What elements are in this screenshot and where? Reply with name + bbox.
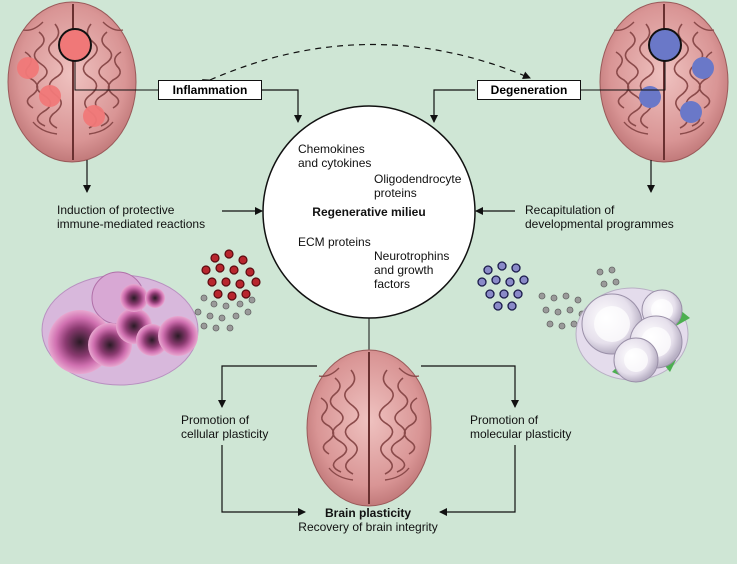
arrow-to-molecular: [421, 365, 519, 408]
red-molecule-cluster-icon: [201, 249, 261, 301]
degeneration-spot: [639, 86, 661, 108]
brain-plasticity-subtitle: Recovery of brain integrity: [298, 520, 438, 534]
grey-molecule-cluster-icon: [194, 294, 256, 332]
inflammation-spot: [17, 57, 39, 79]
inflammation-spot: [58, 28, 92, 62]
molecular-plasticity: Promotion of molecular plasticity: [470, 413, 572, 441]
inflammation-spot: [83, 105, 105, 127]
brain-icon-inflammation: [7, 1, 137, 163]
immune-cells-icon: [41, 271, 199, 386]
arrow-molecular-to-plasticity: [439, 445, 516, 516]
inflammation-box: Inflammation: [158, 80, 262, 100]
connector-line: [74, 61, 160, 91]
connector-line: [580, 61, 666, 91]
cellular-plasticity: Promotion of cellular plasticity: [181, 413, 269, 441]
grey-molecule-cluster-icon: [538, 266, 620, 330]
arrow-to-cellular: [218, 365, 317, 408]
right-text: Recapitulation of developmental programm…: [525, 203, 674, 231]
arrow-inflammation-to-milieu: [260, 89, 302, 123]
degeneration-spot: [692, 57, 714, 79]
brain-plasticity-title: Brain plasticity: [324, 506, 412, 520]
degeneration-box: Degeneration: [477, 80, 581, 100]
milieu-neurotrophins: Neurotrophins and growth factors: [374, 249, 450, 291]
arrow-cellular-to-plasticity: [221, 445, 306, 516]
inflammation-spot: [39, 85, 61, 107]
milieu-ecm: ECM proteins: [298, 235, 371, 249]
milieu-title: Regenerative milieu: [312, 205, 426, 219]
brain-icon-center: [306, 349, 432, 507]
milieu-oligodendrocyte: Oligodendrocyte proteins: [374, 172, 462, 200]
arrow-degeneration-to-milieu: [430, 89, 475, 123]
degeneration-spot: [680, 101, 702, 123]
blue-molecule-cluster-icon: [477, 261, 529, 311]
left-text: Induction of protective immune-mediated …: [57, 203, 206, 231]
degeneration-spot: [648, 28, 682, 62]
milieu-chemokines: Chemokines and cytokines: [298, 142, 372, 170]
brain-icon-degeneration: [599, 1, 729, 163]
glial-cells-icon: [575, 287, 690, 383]
dashed-link-arrow: [201, 43, 531, 87]
